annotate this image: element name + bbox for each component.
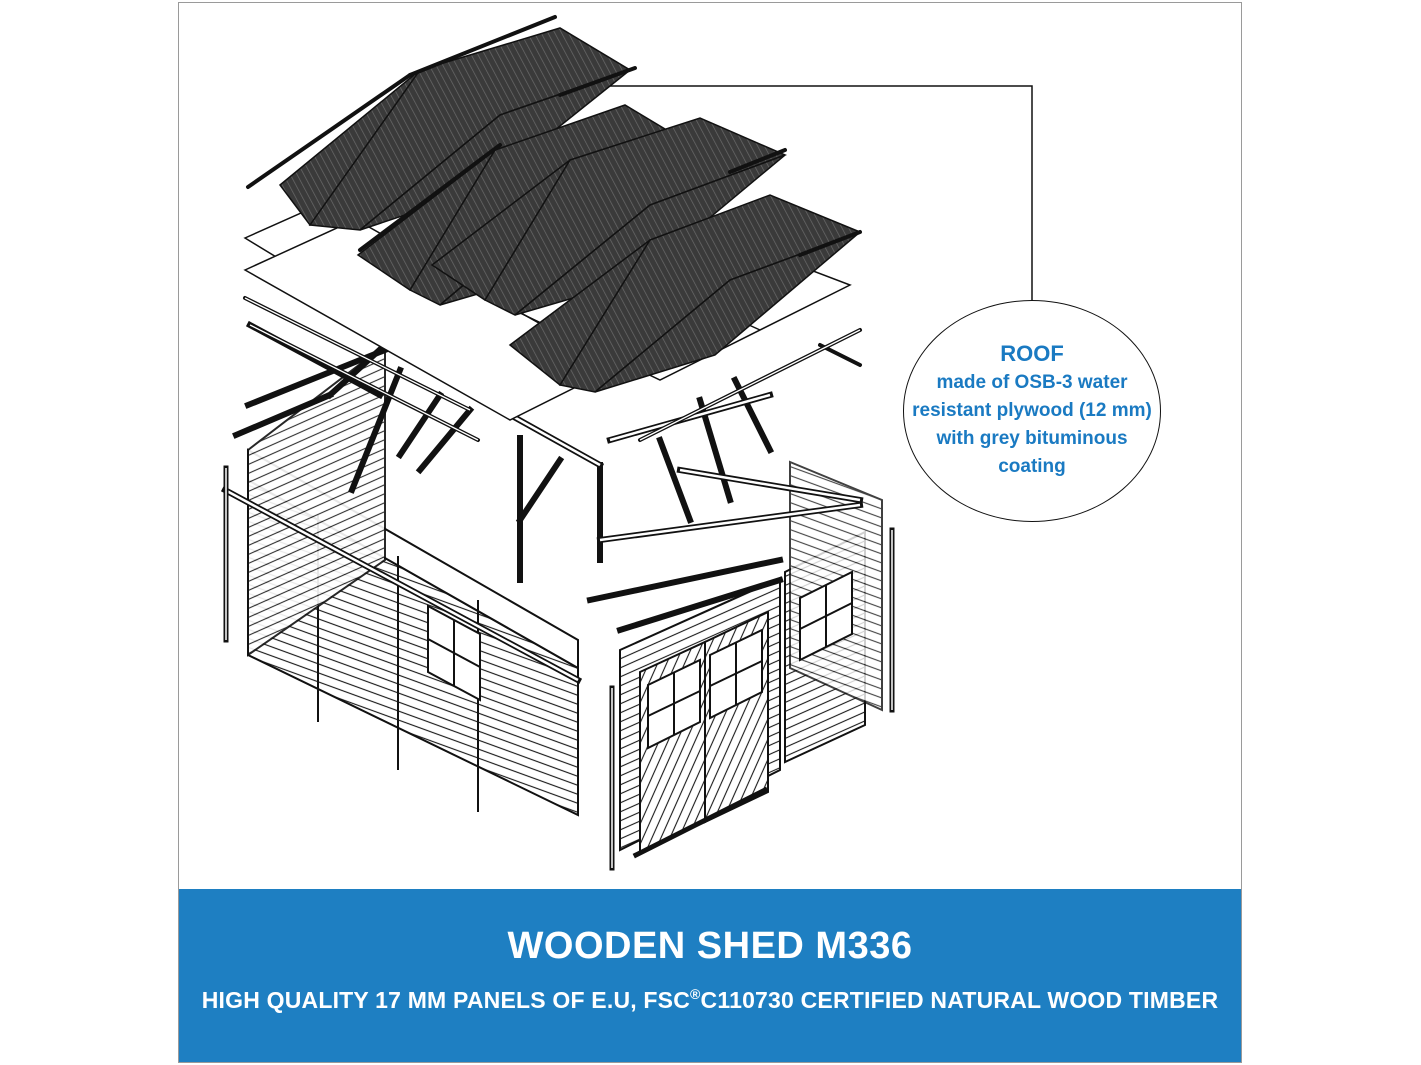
double-door [639,610,769,854]
callout-title: ROOF [1000,341,1064,366]
roof-trim-boards-inner [244,297,861,441]
subtitle-part-2: C110730 CERTIFIED NATURAL WOOD TIMBER [700,987,1219,1013]
product-banner: WOODEN SHED M336 HIGH QUALITY 17 MM PANE… [179,889,1241,1062]
left-wall-window [427,604,481,702]
callout-description: made of OSB-3 water resistant plywood (1… [912,372,1152,477]
subtitle-part-1: HIGH QUALITY 17 MM PANELS OF E.U, FSC [201,987,691,1013]
front-wall-window [799,570,853,662]
product-title: WOODEN SHED M336 [507,925,913,967]
roof-callout-bubble: ROOF made of OSB-3 water resistant plywo… [903,300,1161,522]
product-subtitle: HIGH QUALITY 17 MM PANELS OF E.U, FSC®C1… [179,986,1241,1014]
loose-posts-inner [225,468,893,868]
back-wall-left [247,342,386,657]
roof-sheet-3 [430,117,788,316]
registered-mark: ® [690,986,701,1002]
roof-sheet-4 [508,194,863,393]
callout-leader-line [482,85,1033,300]
